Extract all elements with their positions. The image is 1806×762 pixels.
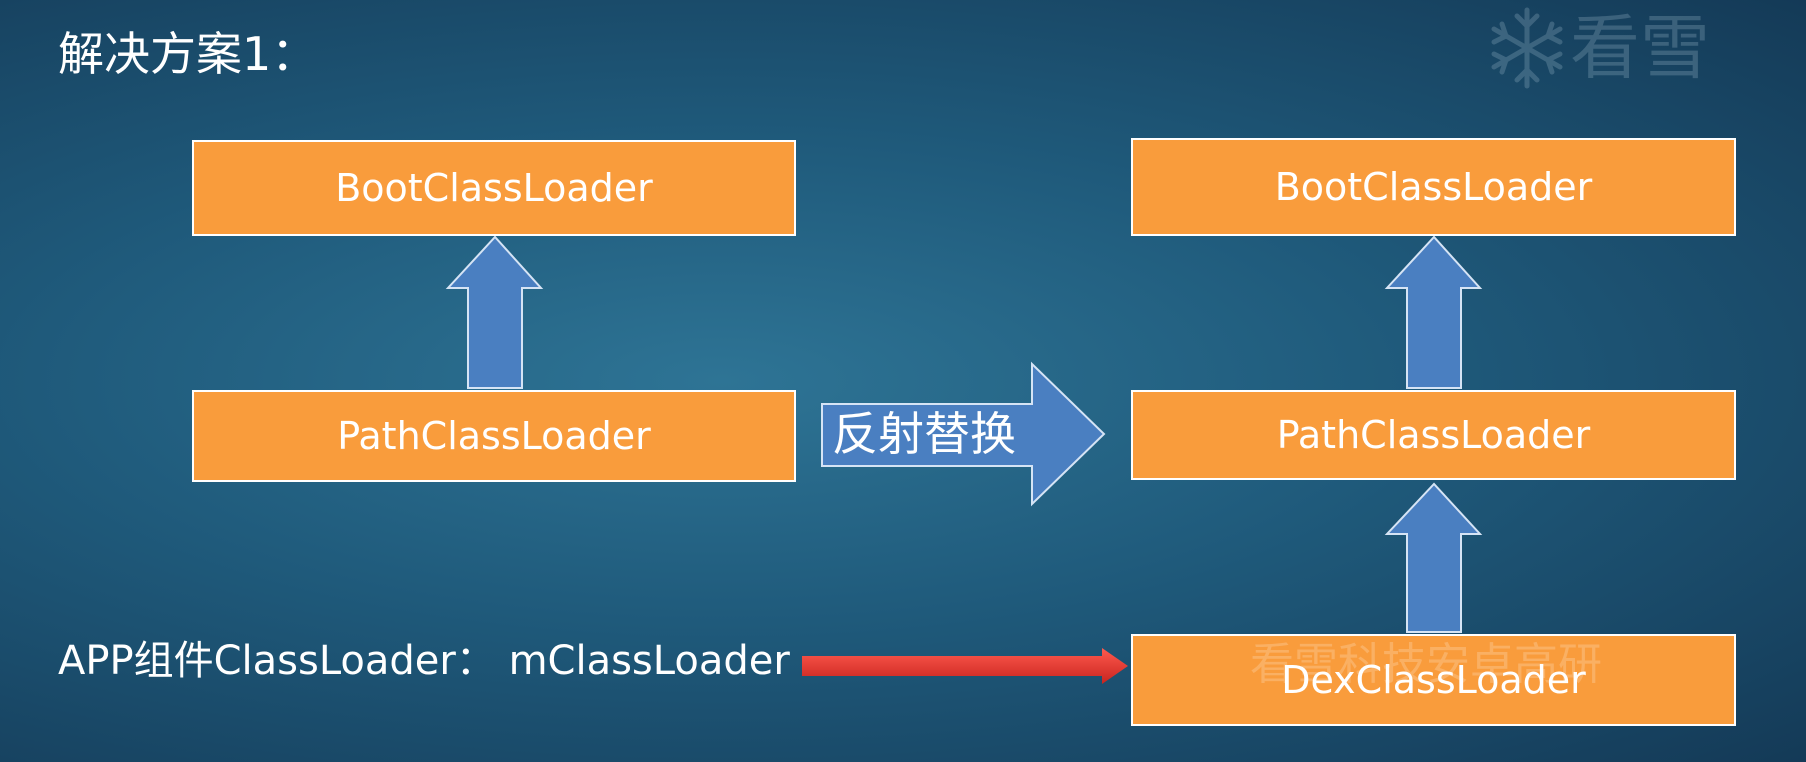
- watermark-text: 看雪: [1570, 7, 1710, 89]
- pointer-red-arrow: [802, 648, 1128, 684]
- reflect-replace-arrow: [821, 361, 1106, 507]
- right-dex-classloader-box: DexClassLoader: [1131, 634, 1736, 726]
- watermark-logo: 看雪: [1482, 0, 1782, 96]
- left-boot-classloader-box: BootClassLoader: [192, 140, 796, 236]
- right-path-classloader-box: PathClassLoader: [1131, 390, 1736, 480]
- right-boot-classloader-box: BootClassLoader: [1131, 138, 1736, 236]
- right-up-arrow-top: [1384, 235, 1483, 389]
- snowflake-icon: [1491, 7, 1563, 89]
- right-up-arrow-bottom: [1384, 482, 1483, 633]
- reflect-replace-label: 反射替换: [832, 407, 1016, 461]
- right-boot-classloader-label: BootClassLoader: [1274, 165, 1593, 209]
- right-dex-classloader-label: DexClassLoader: [1281, 658, 1586, 702]
- left-path-classloader-box: PathClassLoader: [192, 390, 796, 482]
- left-up-arrow-shape: [445, 235, 544, 389]
- right-path-classloader-label: PathClassLoader: [1276, 413, 1591, 457]
- left-boot-classloader-label: BootClassLoader: [335, 166, 653, 210]
- left-path-classloader-label: PathClassLoader: [337, 414, 651, 458]
- slide-title: 解决方案1：: [58, 27, 318, 81]
- app-classloader-label: APP组件ClassLoader： mClassLoader: [58, 638, 790, 684]
- bottom-watermark: 看雪科技安卓高研: [1250, 639, 1602, 690]
